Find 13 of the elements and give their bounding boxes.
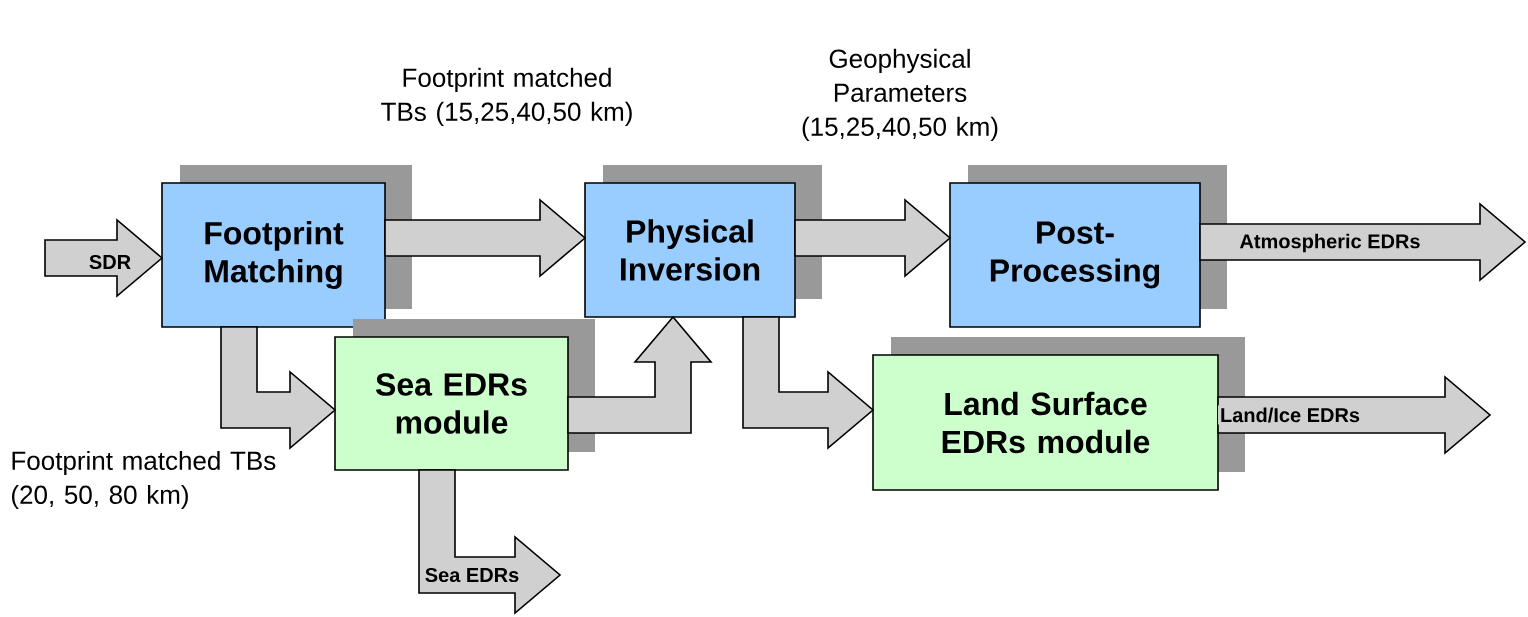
block-arrow: [567, 315, 713, 434]
process-box: Physical Inversion: [584, 165, 822, 318]
edge-label: Geophysical Parameters (15,25,40,50 km): [802, 48, 998, 142]
block-arrow: [384, 198, 587, 278]
block-arrow: [220, 326, 337, 450]
process-box: Footprint Matching: [161, 165, 412, 328]
edge-label: Atmospheric EDRs: [1237, 231, 1423, 255]
process-box: Post-Processing: [949, 165, 1227, 328]
block-arrow: [794, 198, 952, 278]
edge-label: Footprint matched TBs (15,25,40,50 km): [381, 67, 632, 127]
block-arrow: [742, 316, 875, 450]
process-box: Sea EDRs module: [334, 319, 595, 471]
edge-label: Footprint matched TBs (20, 50, 80 km): [12, 450, 276, 510]
